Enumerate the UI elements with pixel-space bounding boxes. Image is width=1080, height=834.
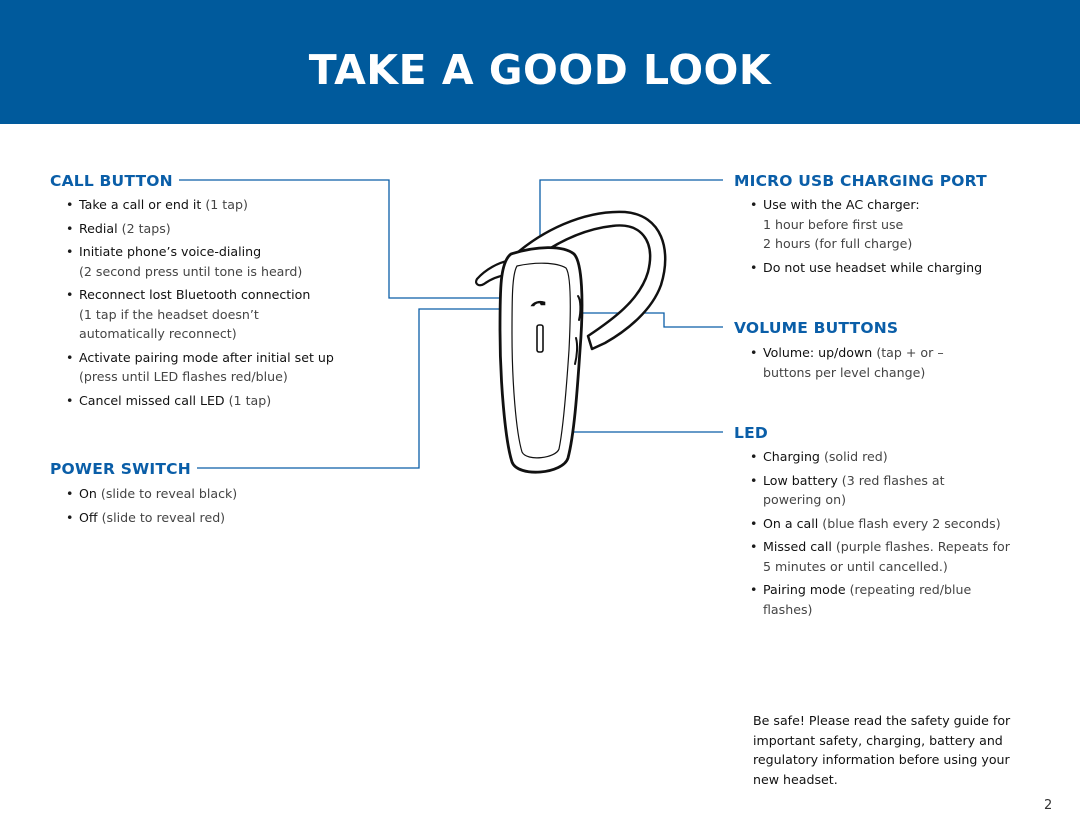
list-item: Use with the AC charger: 1 hour before f… [749, 195, 1019, 254]
list-item: Pairing mode (repeating red/blue flashes… [749, 580, 1003, 619]
call-button-heading: CALL BUTTON [50, 171, 179, 191]
led-list: Charging (solid red) Low battery (3 red … [749, 447, 1024, 623]
list-item: Redial (2 taps) [65, 219, 340, 239]
micro-usb-list: Use with the AC charger: 1 hour before f… [749, 195, 1019, 281]
list-item: Cancel missed call LED (1 tap) [65, 391, 340, 411]
led-heading: LED [734, 423, 774, 443]
volume-buttons-heading: VOLUME BUTTONS [734, 318, 905, 338]
page-number: 2 [1044, 798, 1053, 813]
list-item: Do not use headset while charging [749, 258, 1019, 278]
phone-handset-icon [530, 300, 546, 307]
volume-buttons-callout-line [580, 312, 723, 328]
list-item: Volume: up/down (tap + or – buttons per … [749, 343, 964, 382]
list-item: On (slide to reveal black) [65, 484, 340, 504]
list-item: Low battery (3 red flashes at powering o… [749, 471, 978, 510]
safety-note: Be safe! Please read the safety guide fo… [753, 713, 1011, 787]
headset-illustration [475, 210, 667, 474]
power-switch-heading: POWER SWITCH [50, 459, 197, 479]
list-item: Reconnect lost Bluetooth connection (1 t… [65, 285, 340, 344]
call-button-list: Take a call or end it (1 tap) Redial (2 … [65, 195, 340, 414]
page-title: TAKE A GOOD LOOK [308, 46, 772, 94]
power-switch-callout-line [190, 308, 500, 469]
page-header: TAKE A GOOD LOOK [0, 0, 1080, 124]
list-item: Missed call (purple flashes. Repeats for… [749, 537, 1013, 576]
list-item: Take a call or end it (1 tap) [65, 195, 340, 215]
list-item: Off (slide to reveal red) [65, 508, 340, 528]
micro-usb-heading: MICRO USB CHARGING PORT [734, 171, 993, 191]
list-item: Initiate phone’s voice-dialing (2 second… [65, 242, 340, 281]
list-item: Activate pairing mode after initial set … [65, 348, 340, 387]
power-switch-list: On (slide to reveal black) Off (slide to… [65, 484, 340, 531]
list-item: Charging (solid red) [749, 447, 1024, 467]
list-item: On a call (blue flash every 2 seconds) [749, 514, 1024, 534]
volume-buttons-list: Volume: up/down (tap + or – buttons per … [749, 343, 964, 386]
